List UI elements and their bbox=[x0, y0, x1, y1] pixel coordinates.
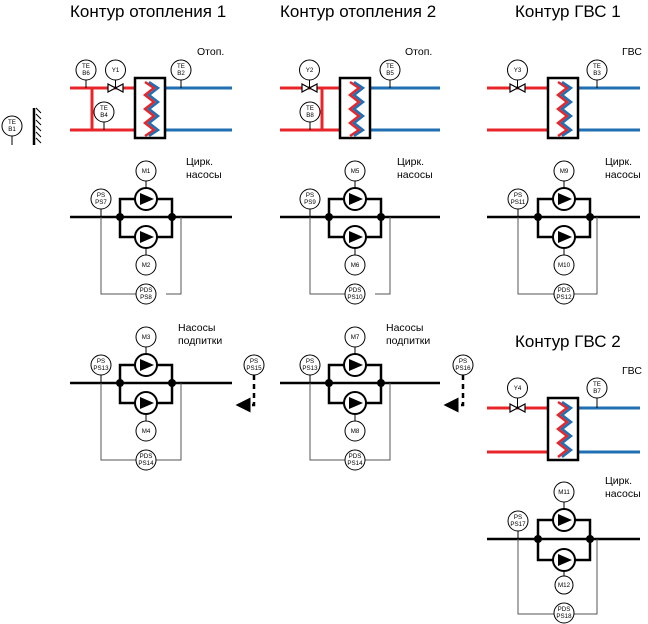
svg-text:PS: PS bbox=[306, 358, 314, 365]
svg-text:M8: M8 bbox=[351, 428, 360, 435]
svg-text:M5: M5 bbox=[351, 168, 360, 175]
svg-text:M11: M11 bbox=[558, 489, 570, 496]
title-heating-1: Контур отопления 1 bbox=[70, 2, 226, 21]
outdoor-sensor-b1: TE B1 bbox=[1, 115, 23, 145]
valve-y3-label: Y3 bbox=[514, 67, 522, 74]
svg-text:Цирк.: Цирк. bbox=[605, 156, 632, 168]
heat-exchanger-2: Y2 TE B5 TE B8 Отоп. bbox=[280, 46, 440, 140]
svg-text:PS: PS bbox=[250, 358, 258, 365]
svg-text:PS12: PS12 bbox=[556, 294, 572, 301]
title-dhw-2: Контур ГВС 2 bbox=[515, 332, 621, 351]
svg-text:PS13: PS13 bbox=[302, 365, 318, 372]
valve-y4-label: Y4 bbox=[514, 385, 522, 392]
svg-text:насосы: насосы bbox=[605, 169, 641, 181]
svg-text:насосы: насосы bbox=[397, 169, 433, 181]
svg-text:TE: TE bbox=[386, 63, 394, 70]
svg-text:PS: PS bbox=[97, 358, 105, 365]
valve-y1-label: Y1 bbox=[112, 67, 120, 74]
pump-group-circ-4: M11 M12 PS PS17 PDS PS18 Цирк. насосы bbox=[487, 475, 641, 624]
valve-y2-label: Y2 bbox=[306, 67, 314, 74]
svg-text:TE: TE bbox=[82, 63, 90, 70]
svg-text:Цирк.: Цирк. bbox=[186, 156, 213, 168]
svg-text:PS: PS bbox=[97, 192, 105, 199]
pump-group-circ-1: M1 M2 PS PS7 PDS PS8 Цирк. насосы bbox=[70, 156, 232, 305]
svg-text:B5: B5 bbox=[386, 70, 394, 77]
svg-text:M4: M4 bbox=[142, 428, 151, 435]
svg-text:TE: TE bbox=[100, 105, 108, 112]
heat-exchanger-3: Y3 TE B3 ГВС bbox=[487, 46, 642, 140]
svg-text:PS: PS bbox=[459, 358, 467, 365]
svg-text:TE: TE bbox=[593, 63, 601, 70]
makeup-sensor-ps16: PS PS16 bbox=[443, 354, 474, 413]
svg-text:B7: B7 bbox=[593, 388, 601, 395]
svg-text:M9: M9 bbox=[560, 168, 569, 175]
svg-text:TE: TE bbox=[593, 381, 601, 388]
heat-exchanger-1: Y1 TE B6 TE B2 TE B4 Отоп. bbox=[70, 46, 232, 140]
svg-text:PS: PS bbox=[514, 192, 522, 199]
svg-text:PS7: PS7 bbox=[95, 199, 107, 206]
label-gvs-1: ГВС bbox=[622, 46, 642, 58]
svg-text:PS18: PS18 bbox=[556, 613, 572, 620]
svg-text:Цирк.: Цирк. bbox=[605, 475, 632, 487]
svg-text:PS: PS bbox=[306, 192, 314, 199]
svg-text:PDS: PDS bbox=[558, 606, 571, 613]
svg-text:M12: M12 bbox=[558, 582, 571, 589]
svg-text:подпитки: подпитки bbox=[178, 335, 222, 347]
svg-text:PS16: PS16 bbox=[455, 365, 471, 372]
label-otop-1: Отоп. bbox=[197, 46, 224, 58]
pump-group-fill-1: M3 M4 PS PS13 PDS PS14 Насосы подпитки bbox=[70, 322, 232, 471]
svg-text:PS10: PS10 bbox=[347, 294, 363, 301]
svg-text:M7: M7 bbox=[351, 334, 360, 341]
svg-text:B6: B6 bbox=[82, 70, 90, 77]
pump-group-circ-3: M9 M10 PS PS11 PDS PS12 Цирк. насосы bbox=[487, 156, 641, 305]
svg-text:PS13: PS13 bbox=[93, 365, 109, 372]
heat-exchanger-4: Y4 TE B7 ГВС bbox=[487, 365, 642, 462]
svg-text:PS17: PS17 bbox=[510, 521, 526, 528]
wall-hatch-icon bbox=[32, 107, 42, 145]
svg-text:PDS: PDS bbox=[349, 453, 362, 460]
svg-text:M1: M1 bbox=[142, 168, 151, 175]
svg-text:PS: PS bbox=[514, 514, 522, 521]
svg-text:насосы: насосы bbox=[605, 488, 641, 500]
svg-text:PS15: PS15 bbox=[246, 365, 262, 372]
svg-text:подпитки: подпитки bbox=[386, 335, 430, 347]
svg-text:B1: B1 bbox=[8, 126, 16, 133]
svg-text:B3: B3 bbox=[593, 70, 601, 77]
svg-text:M3: M3 bbox=[142, 334, 151, 341]
svg-text:B4: B4 bbox=[100, 112, 108, 119]
pump-group-circ-2: M5 M6 PS PS9 PDS PS10 Цирк. насосы bbox=[280, 156, 440, 305]
svg-text:PS14: PS14 bbox=[347, 460, 363, 467]
svg-text:PS14: PS14 bbox=[138, 460, 154, 467]
makeup-sensor-ps15: PS PS15 bbox=[235, 354, 265, 413]
svg-text:PDS: PDS bbox=[558, 287, 571, 294]
svg-text:M6: M6 bbox=[351, 262, 360, 269]
svg-text:B2: B2 bbox=[177, 70, 185, 77]
title-heating-2: Контур отопления 2 bbox=[280, 2, 436, 21]
pump-group-fill-2: M7 M8 PS PS13 PDS PS14 Насосы подпитки bbox=[280, 322, 440, 471]
svg-text:TE: TE bbox=[177, 63, 185, 70]
label-gvs-2: ГВС bbox=[622, 365, 642, 377]
svg-text:TE: TE bbox=[8, 119, 16, 126]
svg-text:PS11: PS11 bbox=[511, 199, 526, 206]
label-otop-2: Отоп. bbox=[405, 46, 432, 58]
svg-text:Насосы: Насосы bbox=[178, 322, 215, 334]
svg-text:M10: M10 bbox=[558, 262, 571, 269]
svg-text:PDS: PDS bbox=[140, 287, 153, 294]
svg-text:насосы: насосы bbox=[186, 169, 222, 181]
title-dhw-1: Контур ГВС 1 bbox=[515, 2, 621, 21]
svg-text:TE: TE bbox=[306, 105, 314, 112]
svg-text:PDS: PDS bbox=[349, 287, 362, 294]
svg-text:M2: M2 bbox=[142, 262, 151, 269]
svg-text:Насосы: Насосы bbox=[386, 322, 423, 334]
svg-text:PS9: PS9 bbox=[304, 199, 316, 206]
svg-text:Цирк.: Цирк. bbox=[397, 156, 424, 168]
svg-text:PS8: PS8 bbox=[140, 294, 152, 301]
svg-text:B8: B8 bbox=[306, 112, 314, 119]
svg-text:PDS: PDS bbox=[140, 453, 153, 460]
